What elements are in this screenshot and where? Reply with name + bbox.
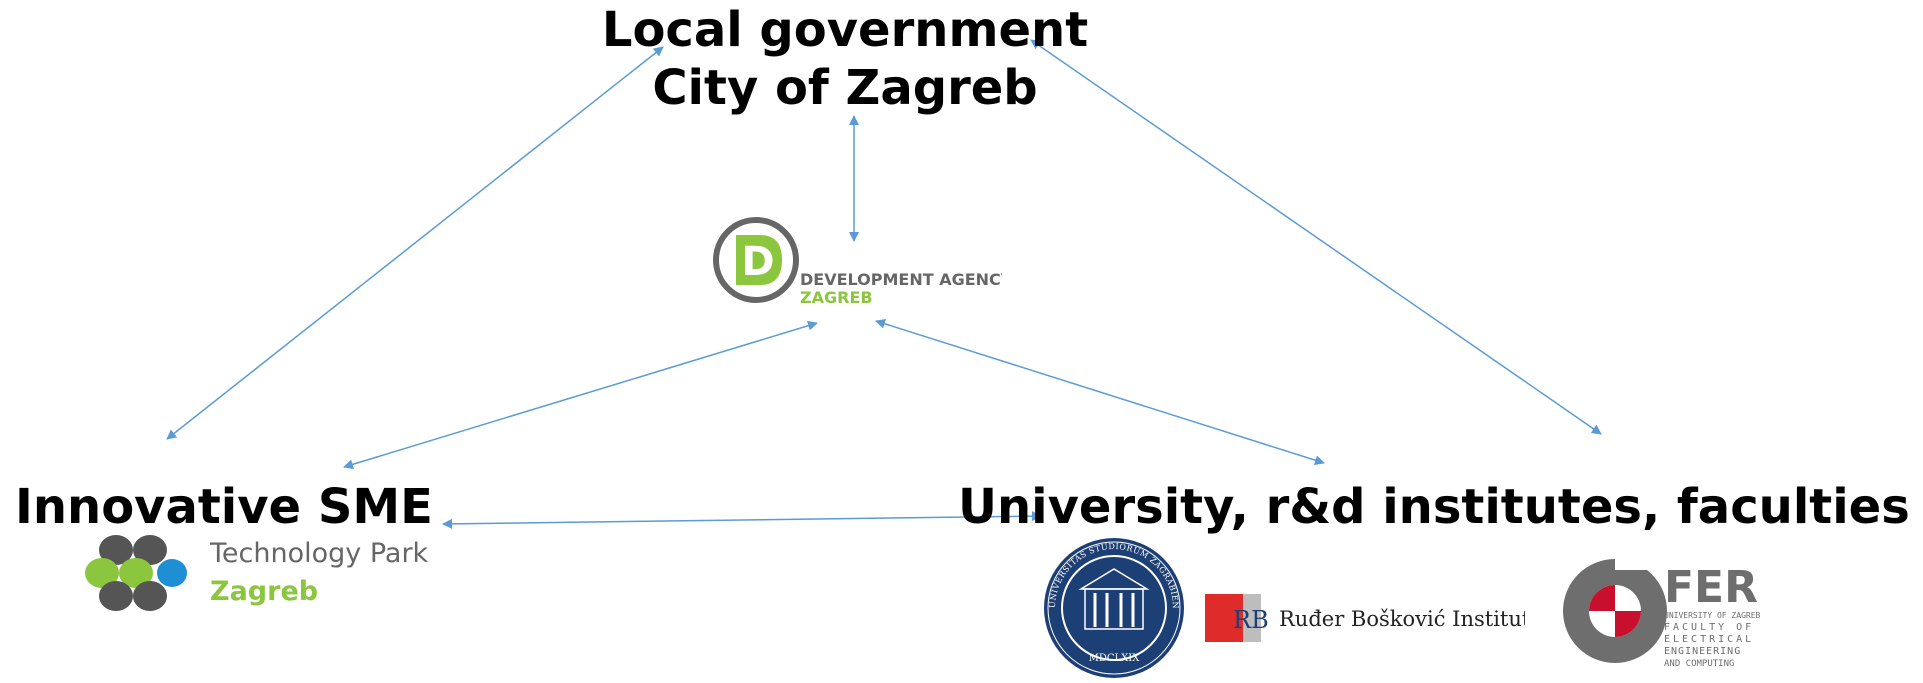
node-local-government-line1: Local government (601, 2, 1089, 58)
fer-line1: UNIVERSITY OF ZAGREB (1664, 611, 1761, 620)
node-university: University, r&d institutes, faculties (958, 479, 1910, 535)
technology-park-line2: Zagreb (210, 576, 318, 607)
arrow-agency-sme (343, 320, 818, 470)
university-seal-year: MDCLXIX (1089, 653, 1141, 664)
technology-park-emblem-icon: Technology Park Zagreb (85, 535, 429, 611)
ruder-boskovic-name: Ruđer Bošković Institute (1279, 607, 1525, 631)
fer-line3: ELECTRICAL (1664, 634, 1754, 645)
development-agency-letter: D (741, 239, 774, 285)
fer-emblem-icon: FER UNIVERSITY OF ZAGREB FACULTY OF ELEC… (1563, 556, 1761, 669)
node-local-government-line2: City of Zagreb (652, 60, 1038, 116)
ruder-boskovic-logo: RB Ruđer Bošković Institute (1205, 590, 1543, 646)
fer-mark: FER (1664, 562, 1758, 613)
ruder-boskovic-mark: RB (1233, 606, 1269, 634)
arrow-agency-university (875, 318, 1325, 466)
fer-logo: FER UNIVERSITY OF ZAGREB FACULTY OF ELEC… (1560, 556, 1775, 674)
arrow-government-sme (166, 46, 664, 440)
development-agency-line1: DEVELOPMENT AGENCY (800, 270, 1002, 289)
fer-line2: FACULTY OF (1664, 622, 1754, 633)
node-innovative-sme: Innovative SME (15, 479, 433, 535)
fer-line5: AND COMPUTING (1664, 659, 1734, 669)
ruder-boskovic-emblem-icon: RB Ruđer Bošković Institute (1205, 594, 1543, 642)
fer-line4: ENGINEERING (1664, 646, 1741, 657)
node-local-government: Local government City of Zagreb (560, 6, 1130, 112)
university-seal-icon: UNIVERSITAS STUDIORUM ZAGRABIENSIS MDCLX… (1040, 530, 1184, 678)
development-agency-line2: ZAGREB (800, 288, 873, 305)
development-agency-emblem-icon: D DEVELOPMENT AGENCY ZAGREB (713, 217, 1013, 307)
arrow-sme-university (442, 511, 1042, 529)
arrow-government-university (1030, 39, 1602, 435)
technology-park-line1: Technology Park (209, 538, 428, 569)
development-agency-logo: D DEVELOPMENT AGENCY ZAGREB (712, 215, 1013, 307)
technology-park-logo: Technology Park Zagreb (78, 532, 429, 612)
university-seal-logo: UNIVERSITAS STUDIORUM ZAGRABIENSIS MDCLX… (1040, 530, 1185, 679)
